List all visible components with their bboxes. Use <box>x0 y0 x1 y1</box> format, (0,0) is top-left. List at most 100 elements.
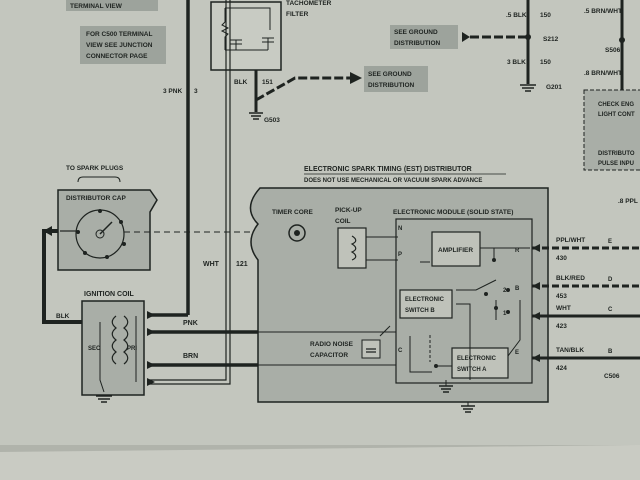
ground-symbol-g201 <box>520 84 536 92</box>
out-wire-letter-1: D <box>608 277 613 283</box>
out-wire-num-1: 453 <box>556 293 567 300</box>
out-wire-letter-0: E <box>608 239 612 245</box>
c500-note-line-3: CONNECTOR PAGE <box>86 53 148 60</box>
radio-capacitor-plates <box>366 348 376 353</box>
far-right-c: .8 BRN/WHT <box>584 70 622 77</box>
spark-plugs-label: TO SPARK PLUGS <box>66 165 124 172</box>
ground-dist-box-1 <box>364 66 428 92</box>
term-r: R <box>515 248 520 254</box>
pickup-coil-box <box>337 227 367 269</box>
timer-core-label: TIMER CORE <box>272 209 313 216</box>
coil-terminal-arrows <box>147 311 155 386</box>
module-circuit-dots <box>434 258 510 368</box>
switch-b-line-2: SWITCH B <box>405 308 435 314</box>
ground-symbol-g503 <box>249 112 263 120</box>
terminal-view-box <box>66 0 158 11</box>
pickup-line-1: PICK-UP <box>335 207 362 214</box>
module-ground-symbol <box>439 380 453 393</box>
coil-internal-leads <box>99 316 137 393</box>
tach-filter-line-2: FILTER <box>286 11 309 18</box>
ecm-line-1: CHECK ENG <box>598 102 634 108</box>
term-1: 1 <box>503 311 507 317</box>
g201-label: G201 <box>546 84 562 91</box>
coil-in-wire-label: BLK <box>56 313 70 320</box>
s506-dot <box>619 37 625 43</box>
term-b: B <box>515 286 520 292</box>
ecm-line-3: DISTRIBUTO <box>598 151 635 157</box>
tach-wire-color: BLK <box>234 79 248 86</box>
est-subtitle: DOES NOT USE MECHANICAL OR VACUUM SPARK … <box>304 178 482 184</box>
coil-secondary-winding <box>111 315 117 365</box>
terminal-view-label: TERMINAL VIEW <box>70 3 123 10</box>
wht-121-wire-inner <box>148 0 231 385</box>
ecm-line-2: LIGHT CONT <box>598 112 635 118</box>
est-title: ELECTRONIC SPARK TIMING (EST) DISTRIBUTO… <box>304 166 472 173</box>
out-wire-num-0: 430 <box>556 255 567 262</box>
pickup-line-2: COIL <box>335 218 351 225</box>
out-wire-color-3: TAN/BLK <box>556 347 584 354</box>
w2-num: 150 <box>540 59 551 66</box>
radio-noise-line-2: CAPACITOR <box>310 352 348 359</box>
tach-filter-circuit <box>220 7 274 51</box>
ground-dist-2-line-1: SEE GROUND <box>394 29 438 36</box>
electronic-module-box <box>395 218 533 384</box>
cap-terminals <box>76 209 126 259</box>
timer-core-icon <box>288 224 306 242</box>
ground-dist-1-line-1: SEE GROUND <box>368 71 412 78</box>
page-shadow <box>0 445 640 480</box>
c500-note-line-1: FOR C500 TERMINAL <box>86 31 152 38</box>
ground-dist-2-line-2: DISTRIBUTION <box>394 40 441 47</box>
term-e: E <box>515 350 519 356</box>
connector-c506-label: C506 <box>604 373 620 380</box>
capacitor-arrow-lead <box>379 325 391 337</box>
switch-a-line-1: ELECTRONIC <box>457 356 497 362</box>
wht-121-wire-outer <box>148 0 227 381</box>
distributor-cap-label: DISTRIBUTOR CAP <box>66 195 126 202</box>
far-right-b: S506 <box>605 47 621 54</box>
c500-note-box <box>80 26 166 64</box>
ecm-box <box>583 89 640 171</box>
w2-color: 3 BLK <box>507 59 526 66</box>
timer-core-hub <box>294 230 300 236</box>
ignition-coil-label: IGNITION COIL <box>84 291 135 298</box>
switch-a-line-2: SWITCH A <box>457 367 487 373</box>
w1-color: .5 BLK <box>506 12 527 19</box>
ground-dist-wire-1 <box>255 76 350 102</box>
out-wire-num-3: 424 <box>556 365 567 372</box>
out-wire-arrow-0 <box>532 244 540 252</box>
out-wire-arrow-1 <box>532 282 540 290</box>
out-wire-arrow-3 <box>532 354 540 362</box>
distributor-ground-symbol <box>461 402 475 413</box>
pnk-wire-label: PNK <box>183 320 198 327</box>
c500-note-line-2: VIEW SEE JUNCTION <box>86 42 153 49</box>
rotor-arm <box>99 221 113 235</box>
switch-b-box <box>399 289 453 319</box>
w1-num: 150 <box>540 12 551 19</box>
switch-a-box <box>451 347 509 379</box>
rotor-hub <box>95 229 105 239</box>
amplifier-label: AMPLIFIER <box>438 247 473 254</box>
term-n: N <box>398 226 402 232</box>
ground-dist-box-2 <box>390 25 458 49</box>
coil-pri-label: PRI <box>127 346 137 352</box>
radio-noise-line-1: RADIO NOISE <box>310 341 354 348</box>
pickup-coil-winding <box>350 235 357 261</box>
out-wire-color-0: PPL/WHT <box>556 237 585 244</box>
spark-plugs-bracket <box>77 176 121 183</box>
amplifier-box <box>431 231 481 267</box>
term-c: C <box>398 348 403 354</box>
out-wire-letter-2: C <box>608 307 613 313</box>
ecm-line-4: PULSE INPU <box>598 161 634 167</box>
wht-wire-label: WHT <box>203 261 220 268</box>
tach-wire-num: 151 <box>262 79 273 86</box>
out-wire-num-2: 423 <box>556 323 567 330</box>
tach-filter-line-1: TACHOMETER <box>286 0 332 7</box>
out-wire-arrow-2 <box>532 312 540 320</box>
wire-3pnk-num: 3 <box>194 88 198 95</box>
brn-wire-label: BRN <box>183 353 198 360</box>
ground-dist-1-line-2: DISTRIBUTION <box>368 82 415 89</box>
module-label: ELECTRONIC MODULE (SOLID STATE) <box>393 209 513 216</box>
term-p: P <box>398 252 402 258</box>
splice-s212-label: S212 <box>543 36 559 43</box>
